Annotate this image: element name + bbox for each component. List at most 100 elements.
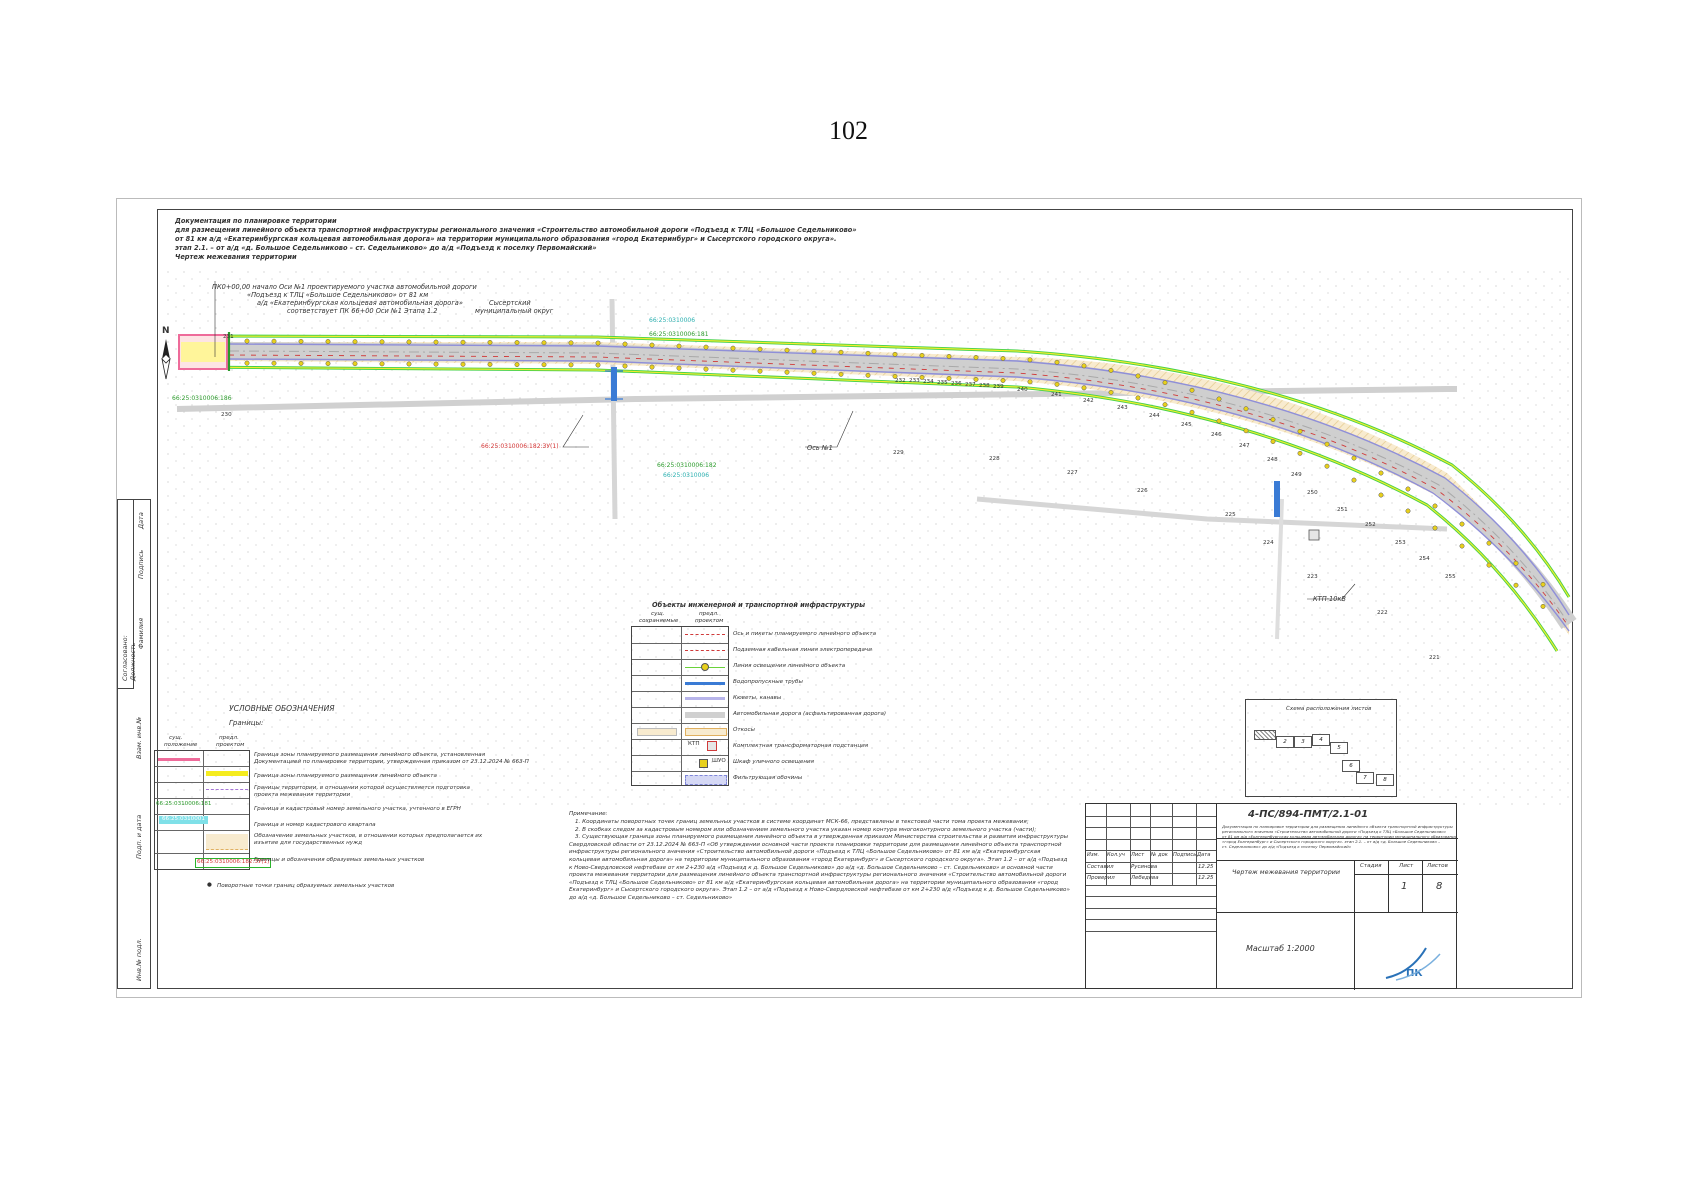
lighting-pole-icon [1135, 395, 1141, 401]
lighting-pole-icon [622, 341, 628, 347]
lighting-pole-icon [1459, 521, 1465, 527]
lighting-pole-icon [1243, 428, 1249, 434]
start-note-4: соответствует ПК 66+00 Оси №1 Этапа 1.2 [287, 307, 438, 315]
note-line: Свердловской области от 23.12.2024 № 663… [569, 841, 1062, 848]
side-label-5: Дата [137, 512, 145, 529]
lighting-pole-icon [1054, 359, 1060, 365]
point-note: Поворотные точки границ образуемых земел… [217, 883, 395, 889]
sheet-1-hatched [1254, 730, 1276, 740]
parcel-label: 66:25:0310006:181 [649, 331, 709, 338]
lighting-pole-icon [568, 340, 574, 346]
point-label: 247 [1239, 443, 1250, 449]
lighting-pole-icon [244, 338, 250, 344]
sample-seizure [206, 834, 248, 850]
parcel-label: 66:25:0310006 [663, 472, 710, 479]
infra-legend-table: КТП ШУО [631, 626, 729, 786]
lighting-pole-icon [325, 339, 331, 344]
lighting-pole-icon [1351, 455, 1357, 461]
lighting-pole-icon [811, 370, 817, 376]
lighting-pole-icon [325, 361, 331, 366]
lighting-pole-icon [622, 363, 628, 369]
note-line: 2. В скобках следом за кадастровым номер… [575, 826, 1037, 833]
lighting-pole-icon [1297, 450, 1303, 456]
lighting-pole-icon [1432, 503, 1438, 509]
existing-road [176, 386, 1457, 412]
sample-territory-line [206, 789, 248, 790]
lighting-pole-icon [703, 344, 709, 350]
sample-slope [685, 728, 727, 736]
lighting-pole-icon [379, 361, 385, 367]
infra-legend-title: Объекты инженерной и транспортной инфрас… [652, 601, 866, 609]
lighting-pole-icon [1405, 508, 1411, 514]
pole-icon [701, 663, 709, 671]
lighting-pole-icon [1162, 402, 1168, 408]
point-label: 243 [1117, 405, 1128, 411]
lighting-pole-icon [892, 351, 898, 357]
lighting-pole-icon [1270, 439, 1276, 444]
lighting-pole-icon [433, 339, 439, 345]
stamp-desc-line: Документация по планировке территории дл… [1222, 824, 1453, 829]
lighting-pole-icon [1081, 363, 1087, 369]
slopes-area [229, 342, 1569, 635]
point-label: 245 [1181, 422, 1192, 428]
lighting-pole-icon [1405, 486, 1411, 492]
lighting-pole-icon [487, 339, 493, 345]
point-label: 232 [895, 378, 906, 384]
point-label: 224 [1263, 540, 1274, 546]
stamp-header: Лист [1131, 852, 1145, 858]
asphalt-road [228, 342, 1577, 629]
stamp-header: Кол.уч [1107, 852, 1125, 858]
stamp-cell: Русинова [1131, 863, 1158, 870]
lighting-pole-icon [595, 340, 601, 346]
stamp-cell: 12.25 [1198, 863, 1214, 870]
lighting-pole-icon [1270, 417, 1276, 422]
point-label: 236 [951, 381, 962, 387]
lighting-pole-icon [406, 361, 412, 367]
sample-axis [685, 634, 725, 635]
page-number: 102 [829, 116, 868, 145]
lighting-pole-icon [406, 339, 412, 345]
lighting-pole-icon [676, 343, 682, 349]
yellow-zone-start [181, 342, 225, 362]
cable-line [228, 354, 1570, 628]
lighting-pole-icon [865, 372, 871, 378]
scheme-sheet-4: 4 [1312, 734, 1330, 746]
sample-filter [685, 775, 727, 785]
scheme-sheet-6: 6 [1342, 760, 1360, 772]
side-strip [117, 499, 151, 989]
lighting-pole-icon [1189, 387, 1195, 393]
point-label: 222 [1377, 610, 1388, 616]
scheme-sheet-8: 8 [1376, 774, 1394, 786]
lighting-pole-icon [1459, 543, 1465, 549]
point-label: 252 [1365, 522, 1376, 528]
stamp-header: Изм. [1087, 852, 1100, 858]
side-label-7: Подп. и дата [135, 814, 143, 859]
point-label: 251 [1337, 507, 1348, 513]
lighting-pole-icon [1243, 406, 1249, 412]
map-canvas [161, 269, 1577, 809]
lighting-pole-icon [730, 345, 736, 351]
lighting-pole-icon [433, 361, 439, 367]
point-label: 221 [1429, 655, 1440, 661]
point-label: 226 [1137, 488, 1148, 494]
stamp-desc-line: «город Екатеринбург» и Сысертского город… [1222, 839, 1441, 844]
ditch-line [228, 358, 1570, 632]
lighting-pole-icon [541, 340, 547, 346]
lighting-pole-icon [1378, 492, 1384, 498]
lighting-pole-icon [1324, 463, 1330, 469]
point-label: 239 [993, 384, 1004, 390]
lighting-pole-icon [1216, 418, 1222, 424]
lighting-pole-icon [1540, 603, 1546, 609]
side-label-3: Фамилия [137, 618, 145, 649]
parcel-label: 66:25:0310006 [649, 317, 696, 324]
lighting-pole-icon [1513, 582, 1519, 588]
stamp-header: Дата [1197, 852, 1211, 858]
point-label: 229 [893, 450, 904, 456]
point-label: 255 [1445, 574, 1456, 580]
logo-swoosh-icon [1385, 947, 1441, 981]
point-label: 235 [937, 380, 948, 386]
lighting-pole-icon [1000, 356, 1006, 361]
point-label: 234 [923, 379, 934, 385]
header-line-5: Чертеж межевания территории [175, 253, 297, 261]
